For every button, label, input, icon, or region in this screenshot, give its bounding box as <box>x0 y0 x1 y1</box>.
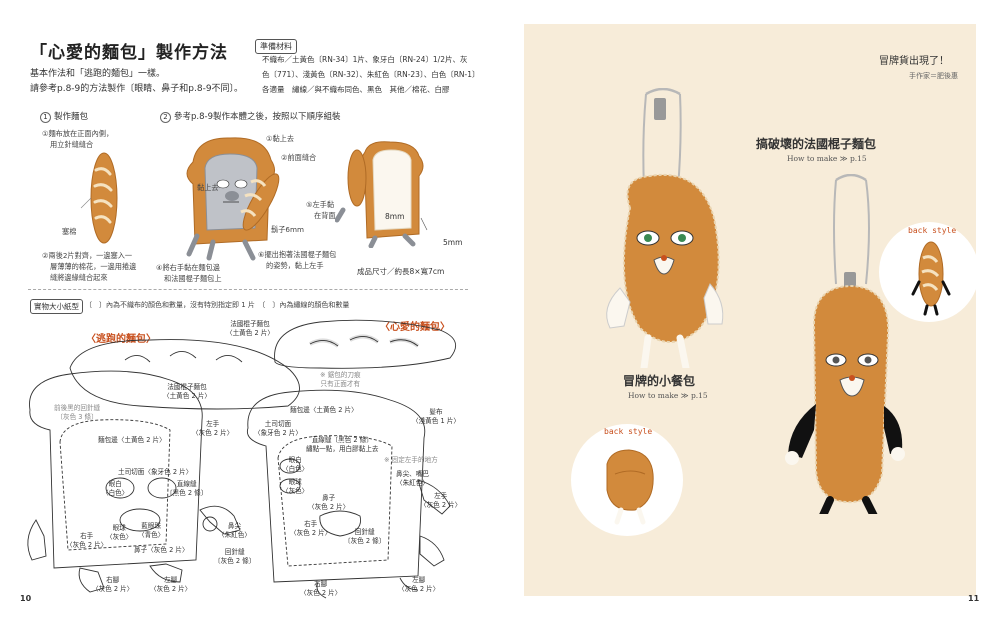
pattern-label-stitch-gray: 前後黑的回針縫〔灰色 3 條〕 <box>54 404 101 421</box>
pattern-label-toast-cut-left: 土司切面〈象牙色 2 片〉 <box>118 468 193 476</box>
pattern-label-nose-right: 鼻子〈灰色 2 片〉 <box>308 494 350 511</box>
pattern-label-baguette-top: 法國棍子麵包〈土黃色 2 片〉 <box>226 320 274 337</box>
pattern-label-eyeball-left: 眼球〈灰色〉 <box>106 524 133 541</box>
pattern-label-right-leg-left: 右腳〈灰色 2 片〉 <box>92 576 134 593</box>
page-title: 「心愛的麵包」製作方法 <box>30 43 228 63</box>
pattern-label-nose-mouth: 鼻尖、嘴巴〈朱紅色〉 <box>396 470 429 487</box>
step-2-toast-back-illustration <box>335 141 428 248</box>
baguette-keychain-photo <box>785 174 905 514</box>
pattern-label-bread-edge-left: 麵包邊〈土黃色 2 片〉 <box>98 436 166 444</box>
pattern-label-left-hand-right: 左手〈灰色 2 片〉 <box>420 492 462 509</box>
materials-line-1: 不織布／土黃色〔RN-34〕1片、象牙白〔RN-24〕1/2片、灰 <box>262 55 468 64</box>
page-number-left: 10 <box>20 594 32 603</box>
pattern-label-straight-stitch-right: 直線縫〔黑色 2 條〕繡點一點，用白膠黏上去 <box>306 436 379 453</box>
section-divider <box>28 289 468 290</box>
step-1-note-1b: 用立針縫縫合 <box>50 140 94 149</box>
step-1-note-2b: 層薄薄的棉花，一邊用捲邊 <box>50 262 137 271</box>
step-2-note-4b: 在背面 <box>314 211 336 220</box>
pattern-label-eyeball-right: 眼球〈灰色〉 <box>282 478 309 495</box>
fake-roll-keychain-photo <box>606 88 724 368</box>
intro-line-1: 基本作法和「逃跑的麵包」一樣。 <box>30 69 166 79</box>
left-page: 「心愛的麵包」製作方法 基本作法和「逃跑的麵包」一樣。 請參考p.8-9的方法製… <box>20 39 480 603</box>
step-2-note-7a: ⑥擺出抱著法國棍子麵包 <box>258 250 337 259</box>
step-1-note-2c: 縫將邊緣縫合起來 <box>50 273 108 282</box>
step-1-title: 製作麵包 <box>54 112 89 122</box>
materials-line-3: 各適量 繡線／與不織布同色、黑色 其他／棉花、白膠 <box>262 85 450 94</box>
baguette-back-style-photo <box>879 222 976 322</box>
section-beloved-bread: 〈心愛的麵包〉 <box>380 322 450 333</box>
step-2-note-6a: ④將右手黏在麵包邊 <box>156 263 220 272</box>
step-1-baguette-illustration <box>80 152 118 244</box>
dimension-8mm: 8mm <box>385 212 405 221</box>
step-1-note-1: ①麵布放在正面內側， <box>42 129 114 138</box>
pattern-note: 〔 〕內為不織布的顏色和數量，沒有特別指定即 1 片 〔 〕內為繡線的顏色和數量 <box>85 301 350 309</box>
pattern-label-cut-note: ※ 鋸包的刀痕只有正面才有 <box>320 371 361 388</box>
pattern-label-fix-note: ※ 固定左手的地方 <box>384 456 438 464</box>
pattern-label-back-stitch-left: 回針縫〔灰色 2 條〕 <box>214 548 256 565</box>
pattern-label-blue-eye: 藍眼珠〈青色〉 <box>138 522 165 539</box>
right-author: 手作家＝肥後惠 <box>909 72 958 80</box>
fake-roll-back-style-photo <box>571 424 683 536</box>
finished-size: 成品尺寸／約長8×寬7cm <box>357 267 445 276</box>
intro-line-2: 請參考p.8-9的方法製作〔眼睛、鼻子和p.8-9不同〕。 <box>30 84 244 94</box>
step-2-note-3: 黏上去 <box>197 183 219 192</box>
step-2-number: 2 <box>160 112 171 123</box>
step-2-note-7b: 的姿勢，黏上左手 <box>266 261 324 270</box>
section-escape-bread: 〈逃跑的麵包〉 <box>86 334 156 345</box>
materials-line-2: 色〔771〕、淺黃色〔RN-32〕、朱紅色〔RN-23〕、白色〔RN-1〕 <box>262 70 480 79</box>
pattern-label-back-stitch-right: 回針縫〔灰色 2 條〕 <box>344 528 386 545</box>
step-1-number: 1 <box>40 112 51 123</box>
step-1-note-2a: ②兩後2片對齊，一邊塞入一 <box>42 251 133 260</box>
back-style-label-2: back style <box>604 427 653 436</box>
right-page-photo: 冒牌貨出現了！ 手作家＝肥後惠 <box>524 24 976 596</box>
pattern-label-left-leg-right: 左腳〈灰色 2 片〉 <box>398 576 440 593</box>
pattern-label-nose-tip: 鼻尖〈朱紅色〉 <box>218 522 251 539</box>
pattern-badge: 實物大小紙型 <box>30 299 83 314</box>
fake-roll-back-icon <box>606 449 654 525</box>
step-2-note-6b: 和法國棍子麵包上 <box>164 274 222 283</box>
step-2-toast-front-illustration <box>186 137 280 261</box>
pattern-label-right-leg-right: 右腳〈灰色 2 片〉 <box>300 580 342 597</box>
step-1-cotton-label: 塞棉 <box>62 227 77 236</box>
back-style-label-1: back style <box>908 226 957 235</box>
fake-roll-how-to: How to make ≫ p.15 <box>628 391 708 400</box>
step-2-note-4: ⑤左手黏 <box>306 200 335 209</box>
step-2-note-1: ①黏上去 <box>266 134 295 143</box>
pattern-label-bread-edge-right: 麵包邊〈土黃色 2 片〉 <box>290 406 358 414</box>
pattern-label-hair: 髮布〈淺黃色 1 片〉 <box>412 408 460 425</box>
pattern-label-left-hand-left: 左手〈灰色 2 片〉 <box>192 420 234 437</box>
right-heading: 冒牌貨出現了！ <box>879 56 949 67</box>
step-2-note-2: ②前面縫合 <box>281 153 317 162</box>
step-2-title: 參考p.8-9製作本體之後，按照以下順序組裝 <box>174 112 341 122</box>
dimension-5mm: 5mm <box>443 238 463 247</box>
pattern-label-eye-right: 眼白〈白色〉 <box>282 456 309 473</box>
step-2-note-5: 鬍子6mm <box>271 225 304 234</box>
materials-badge: 準備材料 <box>255 39 297 54</box>
pattern-label-right-hand-right: 右手〈灰色 2 片〉 <box>290 520 332 537</box>
baguette-how-to: How to make ≫ p.15 <box>787 154 867 163</box>
pattern-label-straight-stitch-left: 直線縫〔黑色 2 條〕 <box>166 480 208 497</box>
page-number-right: 11 <box>968 594 980 603</box>
baguette-title: 搞破壞的法國棍子麵包 <box>756 137 877 151</box>
pattern-label-left-leg-left: 左腳〈灰色 2 片〉 <box>150 576 192 593</box>
pattern-label-right-hand-left: 右手〈灰色 2 片〉 <box>66 532 108 549</box>
pattern-label-nose-left: 鼻子〈灰色 2 片〉 <box>134 546 189 554</box>
fake-roll-title: 冒牌的小餐包 <box>623 374 696 388</box>
pattern-label-toast-cut-right: 土司切面〈象牙色 2 片〉 <box>254 420 302 437</box>
pattern-label-eye-left: 眼白〈白色〉 <box>102 480 129 497</box>
baguette-back-icon <box>911 241 951 316</box>
pattern-outlines <box>27 319 457 599</box>
pattern-label-baguette-mid: 法國棍子麵包〈土黃色 2 片〉 <box>163 383 211 400</box>
